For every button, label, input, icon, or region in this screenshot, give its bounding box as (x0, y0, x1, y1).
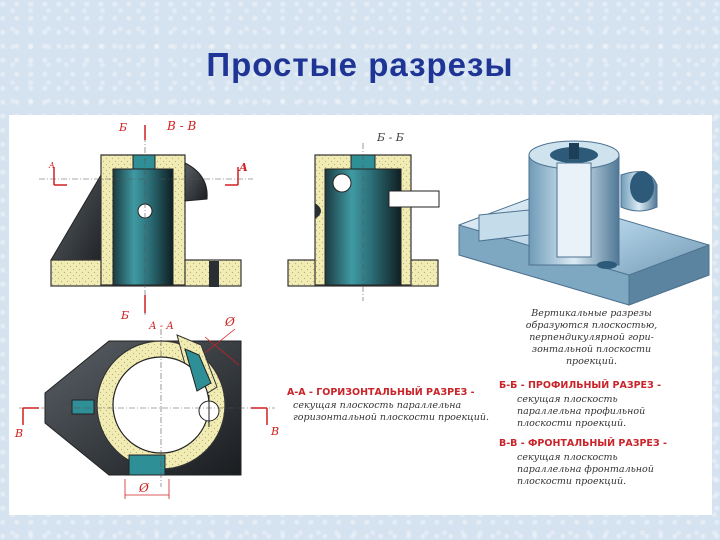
drawing-panel: Б В - В A А Б Б - Б А - А Ø Ø В В Вертик… (9, 115, 712, 515)
aa-heading: А-А - ГОРИЗОНТАЛЬНЫЙ РАЗРЕЗ - (287, 387, 475, 398)
isometric-view (458, 140, 710, 306)
aa-description: секущая плоскость параллельна горизонтал… (293, 400, 490, 423)
frontal-section-vv (39, 125, 253, 315)
label-a-left: A (49, 161, 55, 170)
label-b-top-left: Б (119, 121, 128, 134)
label-v-left: В (15, 427, 24, 440)
label-diameter-bottom: Ø (139, 481, 149, 495)
label-diameter-top: Ø (225, 315, 235, 329)
profile-section-bb (287, 143, 440, 301)
label-b-bottom: Б (121, 309, 130, 322)
slide-title: Простые разрезы (206, 46, 514, 83)
label-v-right: В (271, 425, 280, 438)
label-bb-top: Б - Б (377, 131, 404, 144)
label-a-right: А (239, 161, 248, 174)
vv-heading: В-В - ФРОНТАЛЬНЫЙ РАЗРЕЗ - (499, 438, 667, 449)
horizontal-section-aa (19, 328, 275, 499)
vertical-sections-note: Вертикальные разрезы образуются плоскост… (525, 308, 658, 367)
label-vv-top: В - В (167, 119, 197, 133)
vv-description: секущая плоскость параллельна фронтально… (517, 452, 654, 487)
label-aa: А - А (149, 321, 174, 332)
bb-description: секущая плоскость параллельна профильной… (517, 394, 646, 429)
technical-drawing (19, 125, 710, 499)
bb-heading: Б-Б - ПРОФИЛЬНЫЙ РАЗРЕЗ - (499, 380, 662, 391)
